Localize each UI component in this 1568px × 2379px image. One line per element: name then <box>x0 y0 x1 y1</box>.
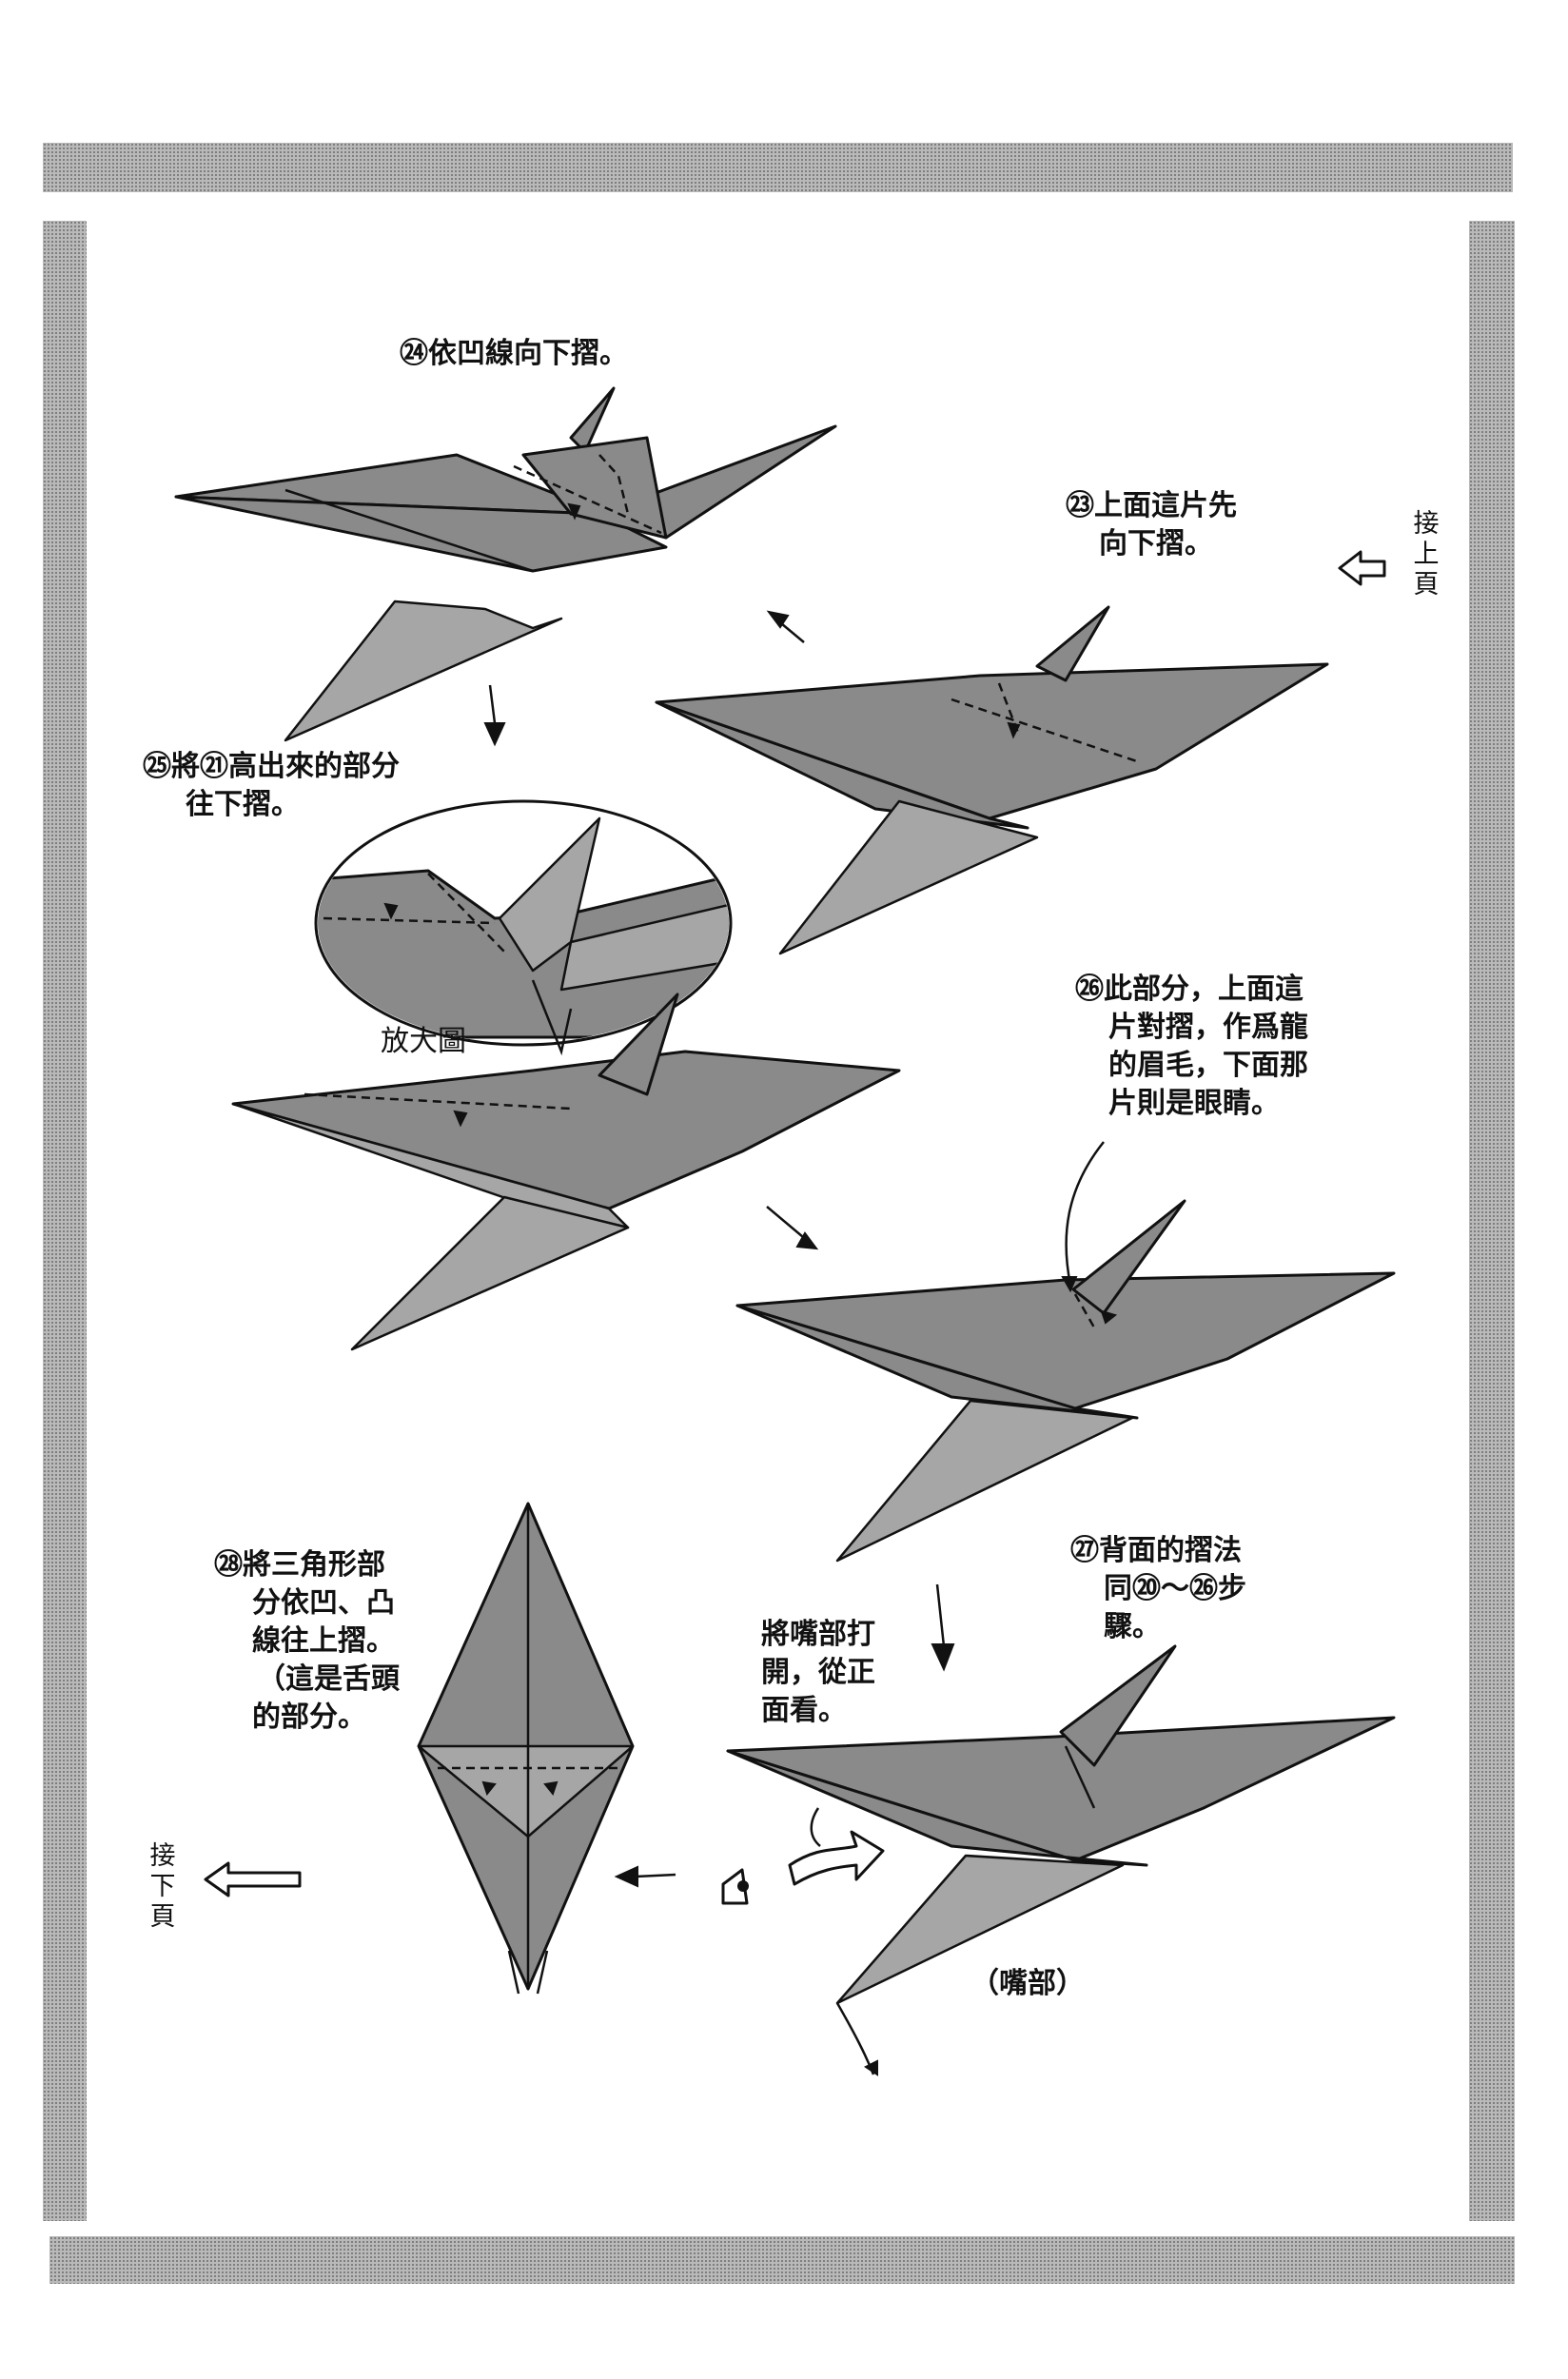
step28-text-line1: ㉘將三角形部 <box>214 1548 385 1582</box>
frame-right <box>1469 221 1515 2221</box>
step27-text-line3: 驟。 <box>1104 1610 1161 1643</box>
step24-text: ㉔依凹線向下摺。 <box>400 337 628 370</box>
next-page-label[interactable]: 接下頁 <box>149 1841 176 1932</box>
step28-figure <box>417 1502 635 1995</box>
sequence-arrows <box>483 610 955 1888</box>
step23-text-line2: 向下摺。 <box>1099 527 1213 560</box>
next-page-arrow-icon[interactable] <box>204 1861 302 1897</box>
step26-figure <box>735 1141 1396 1563</box>
enlarged-view <box>314 799 733 1056</box>
mouth-instruction-line2: 開，從正 <box>761 1656 875 1689</box>
step27-figure <box>726 1644 1396 2076</box>
mouth-instruction-line1: 將嘴部打 <box>761 1618 875 1651</box>
mouth-instruction-line3: 面看。 <box>761 1694 847 1727</box>
step26-text-line2: 片對摺，作爲龍 <box>1108 1011 1308 1044</box>
prev-page-label[interactable]: 接上頁 <box>1413 509 1440 600</box>
step23-text-line1: ㉓上面這片先 <box>1066 489 1237 522</box>
mouth-label: （嘴部） <box>970 1967 1085 2000</box>
step28-text-line4: （這是舌頭 <box>257 1662 400 1696</box>
step25-text-line2: 往下摺。 <box>186 788 300 821</box>
view-direction <box>721 1830 885 1905</box>
step26-text-line1: ㉖此部分，上面這 <box>1075 973 1303 1006</box>
step26-text-line3: 的眉毛，下面那 <box>1108 1049 1308 1082</box>
frame-left <box>43 221 87 2221</box>
frame-top <box>43 143 1513 192</box>
step23-figure <box>655 605 1329 955</box>
step28-text-line3: 線往上摺。 <box>252 1624 395 1658</box>
step27-text-line1: ㉗背面的摺法 <box>1070 1534 1242 1567</box>
enlarged-view-label: 放大圖 <box>381 1025 466 1058</box>
step27-text-line2: 同⑳～㉖步 <box>1104 1572 1246 1605</box>
step25-figure <box>231 993 901 1351</box>
step26-text-line4: 片則是眼睛。 <box>1108 1087 1280 1120</box>
frame-bottom <box>49 2236 1515 2284</box>
step25-text-line1: ㉕將㉑高出來的部分 <box>143 750 400 783</box>
prev-page-arrow-icon[interactable] <box>1338 550 1386 586</box>
step28-text-line2: 分依凹、凸 <box>252 1586 395 1620</box>
step28-text-line5: 的部分。 <box>252 1701 366 1734</box>
step24-figure <box>174 386 837 742</box>
